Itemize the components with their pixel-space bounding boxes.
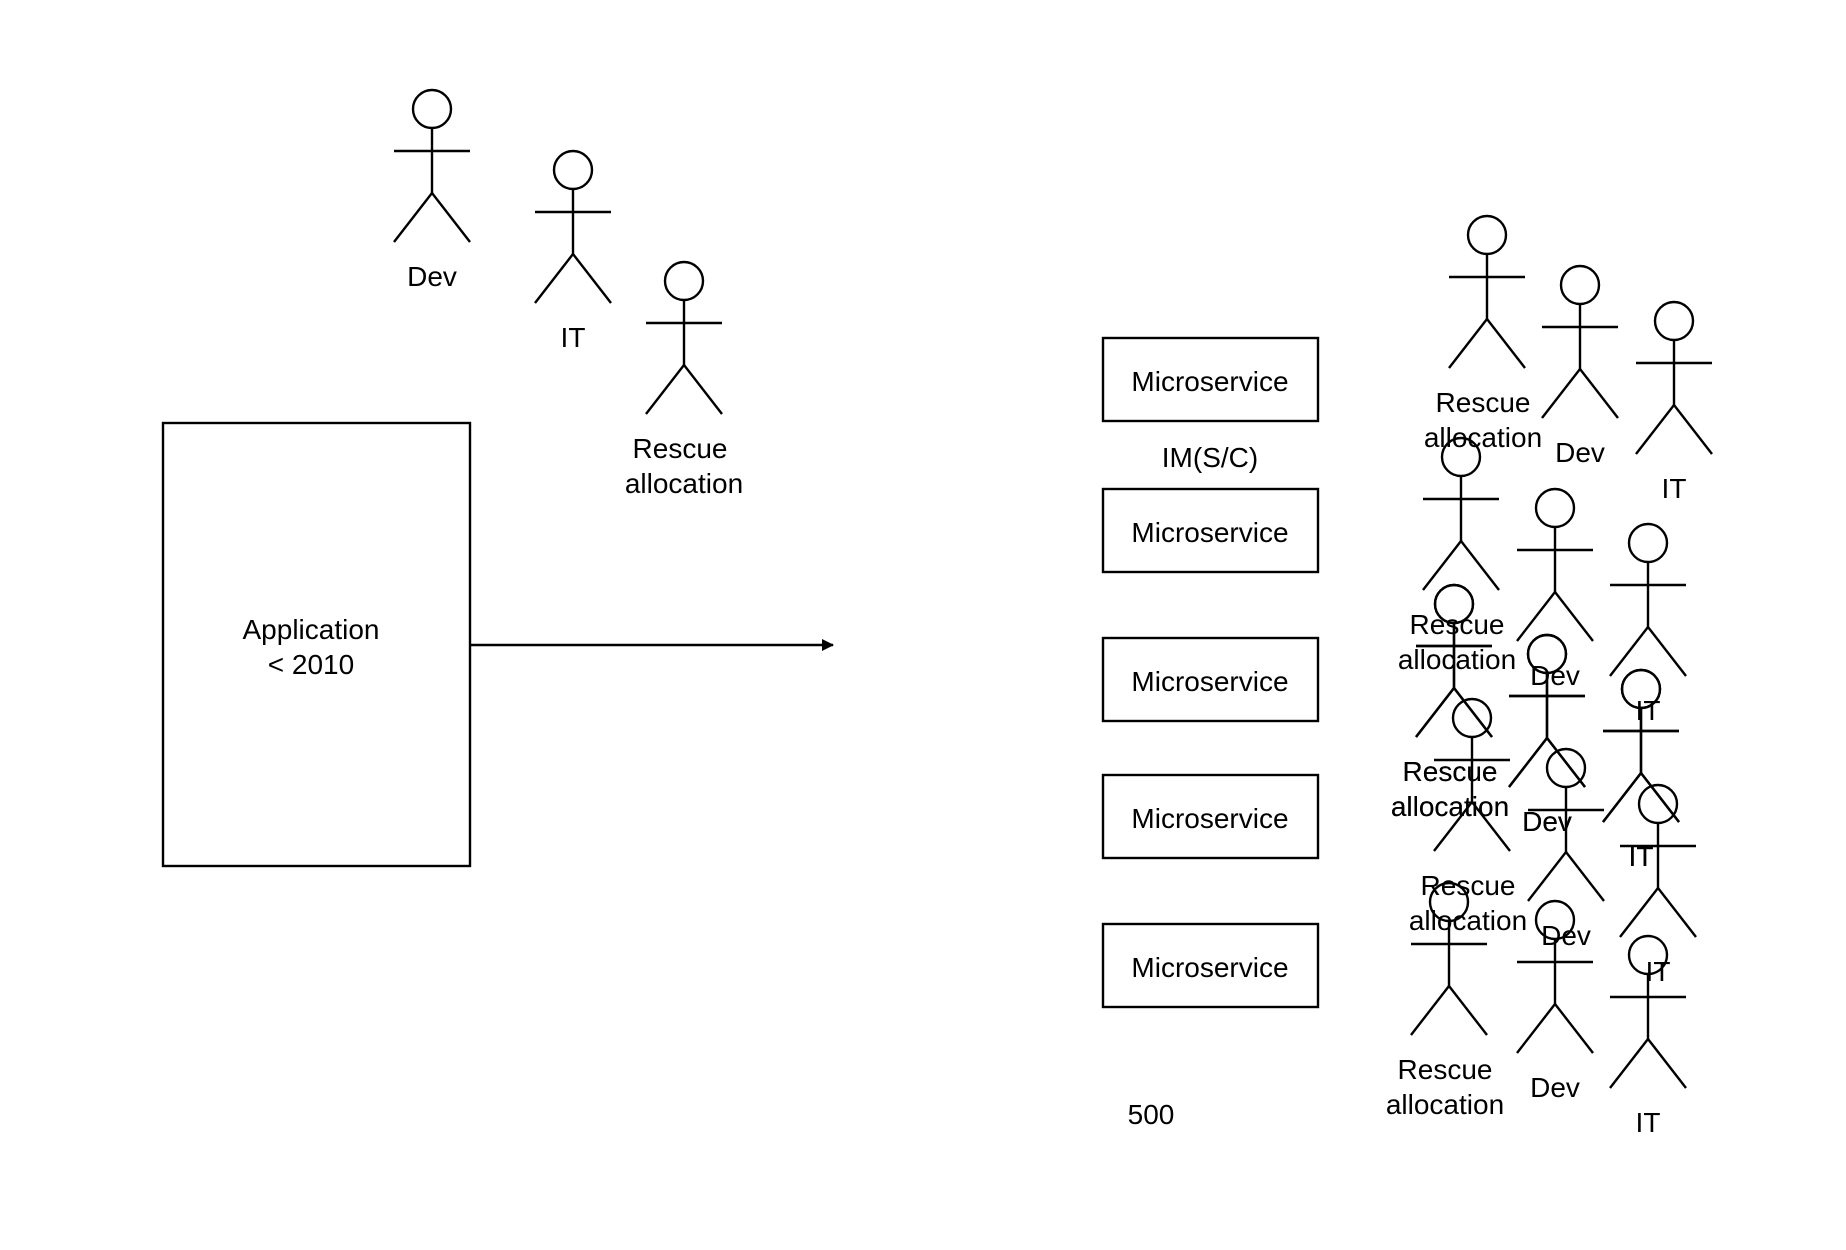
- microservice-label: Microservice: [1131, 517, 1288, 548]
- actor-label: allocation: [1409, 905, 1527, 936]
- actor-it[interactable]: IT: [1608, 522, 1688, 726]
- actor-label: Rescue: [1436, 387, 1531, 418]
- actor-dev-icon: [1515, 487, 1595, 643]
- actor-it[interactable]: IT: [533, 149, 613, 353]
- actor-label: IT: [1662, 473, 1687, 504]
- actor-it-icon: [533, 149, 613, 305]
- actor-rescue-allocation[interactable]: Rescue allocation: [1391, 583, 1509, 822]
- microservice-box[interactable]: Microservice: [1101, 922, 1320, 1009]
- actor-label: allocation: [1386, 1089, 1504, 1120]
- application-label-line1: Application: [243, 614, 380, 645]
- actor-dev[interactable]: Dev: [1540, 264, 1620, 468]
- actor-label: allocation: [1391, 791, 1509, 822]
- actor-label: Rescue: [1403, 756, 1498, 787]
- actor-label: IT: [1636, 1107, 1661, 1138]
- actor-rescue-allocation-icon: [1421, 436, 1501, 592]
- actor-dev-icon: [392, 88, 472, 244]
- actor-it[interactable]: IT: [1601, 668, 1681, 872]
- actor-label: Rescue: [633, 433, 728, 464]
- actor-rescue-allocation[interactable]: Rescue allocation: [1424, 214, 1542, 453]
- actor-it[interactable]: IT: [1634, 300, 1714, 504]
- actor-label: Dev: [1555, 437, 1605, 468]
- microservice-box[interactable]: Microservice: [1101, 773, 1320, 860]
- actor-it-icon: [1634, 300, 1714, 456]
- microservice-label: Microservice: [1131, 803, 1288, 834]
- actor-label: Rescue: [1410, 609, 1505, 640]
- actor-label: allocation: [625, 468, 743, 499]
- actor-rescue-allocation[interactable]: Rescue allocation: [625, 260, 743, 499]
- actor-dev-icon: [1540, 264, 1620, 420]
- actor-it-icon: [1608, 522, 1688, 678]
- actor-label: Dev: [1530, 1072, 1580, 1103]
- microservice-box[interactable]: Microservice: [1101, 636, 1320, 723]
- actor-label: allocation: [1391, 791, 1509, 822]
- actor-dev[interactable]: Dev: [1515, 899, 1595, 1103]
- actor-rescue-allocation-icon: [1447, 214, 1527, 370]
- microservice-label: Microservice: [1131, 952, 1288, 983]
- application-label-line2: < 2010: [268, 649, 354, 680]
- actor-dev[interactable]: Dev: [1507, 633, 1587, 837]
- actor-it[interactable]: IT: [1608, 934, 1688, 1138]
- actor-label: Dev: [1522, 806, 1572, 837]
- actor-rescue-allocation-icon: [644, 260, 724, 416]
- im-label: IM(S/C): [1162, 442, 1258, 473]
- microservice-box[interactable]: Microservice: [1101, 487, 1320, 574]
- microservice-label: Microservice: [1131, 666, 1288, 697]
- actor-label: IT: [561, 322, 586, 353]
- actor-label: allocation: [1398, 644, 1516, 675]
- microservice-box[interactable]: Microservice: [1101, 336, 1320, 423]
- actor-dev[interactable]: Dev: [392, 88, 472, 292]
- actor-dev[interactable]: Dev: [1515, 487, 1595, 691]
- actor-label: Rescue: [1398, 1054, 1493, 1085]
- actor-rescue-allocation[interactable]: Rescue allocation: [1398, 436, 1516, 675]
- actor-label: Dev: [1530, 660, 1580, 691]
- actor-rescue-allocation[interactable]: Rescue allocation: [1391, 583, 1509, 822]
- application-box[interactable]: Application < 2010: [161, 421, 472, 868]
- microservice-label: Microservice: [1131, 366, 1288, 397]
- actor-label: Dev: [407, 261, 457, 292]
- actor-label: allocation: [1424, 422, 1542, 453]
- actor-rescue-allocation[interactable]: Rescue allocation: [1386, 881, 1504, 1120]
- microservice-count: 500: [1128, 1099, 1175, 1130]
- actor-label: IT: [1629, 841, 1654, 872]
- actor-it[interactable]: IT: [1618, 783, 1698, 987]
- actor-dev[interactable]: Dev: [1526, 747, 1606, 951]
- actor-it-icon: [1601, 668, 1681, 824]
